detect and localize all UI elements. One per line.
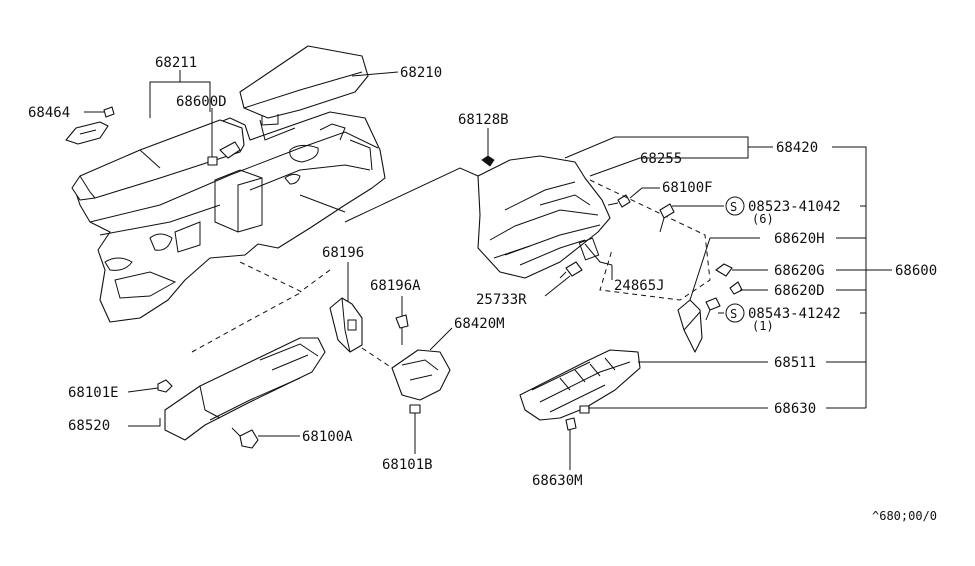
screw-symbol-08523: S: [725, 196, 745, 216]
svg-text:S: S: [730, 307, 737, 321]
lower-cover-68520: [164, 337, 326, 441]
part-labels: 68211 68210 68464 68600D 68128B 68420 68…: [28, 55, 937, 523]
screw-68100f: [607, 194, 631, 208]
label-68620h: 68620H: [774, 231, 825, 247]
label-25733r: 25733R: [476, 292, 527, 308]
label-68100a: 68100A: [302, 429, 353, 445]
part-68464: [65, 106, 115, 145]
label-68600: 68600: [895, 263, 937, 279]
label-68620d: 68620D: [774, 283, 825, 299]
clip-68600d: [207, 156, 218, 166]
label-68101e: 68101E: [68, 385, 119, 401]
label-68211: 68211: [155, 55, 197, 71]
screw-08543: [705, 297, 721, 321]
label-68101b: 68101B: [382, 457, 433, 473]
socket-25733r: [559, 261, 583, 279]
label-08543-41242: 08543-41242: [748, 306, 841, 322]
part-68620g: [715, 263, 743, 295]
screw-68196a: [395, 314, 409, 345]
clip-68630: [579, 405, 590, 414]
top-cover-68211: [71, 119, 245, 201]
label-68600d: 68600D: [176, 94, 227, 110]
label-68100f: 68100F: [662, 180, 713, 196]
screw-68630m: [565, 417, 577, 445]
label-68630: 68630: [774, 401, 816, 417]
label-68464: 68464: [28, 105, 70, 121]
harness-24865j: [584, 243, 613, 266]
label-08543-qty: (1): [752, 319, 774, 333]
clip-68128b: [481, 155, 495, 167]
screw-symbol-08543: S: [725, 303, 745, 323]
bracket-guide: [361, 347, 393, 369]
assembly-guide-center: [299, 269, 331, 293]
label-68420: 68420: [776, 140, 818, 156]
glove-box-lid-68511: [519, 349, 641, 421]
clip-68101b: [409, 404, 421, 414]
screw-08523: [659, 203, 675, 233]
label-68210: 68210: [400, 65, 442, 81]
label-68630m: 68630M: [532, 473, 583, 489]
clip-68101e: [157, 379, 173, 393]
assembly-guide-left: [191, 261, 304, 353]
label-68196a: 68196A: [370, 278, 421, 294]
svg-text:S: S: [730, 200, 737, 214]
label-68520: 68520: [68, 418, 110, 434]
catalog-reference: ^680;00/0: [872, 509, 937, 523]
label-68128b: 68128B: [458, 112, 509, 128]
label-68420m: 68420M: [454, 316, 505, 332]
glove-box-housing-68420: [477, 155, 611, 279]
label-68620g: 68620G: [774, 263, 825, 279]
label-68196: 68196: [322, 245, 364, 261]
upper-pad-68210: [239, 45, 369, 126]
label-68511: 68511: [774, 355, 816, 371]
assembly-connect-line: [344, 167, 479, 223]
bracket-68196: [329, 297, 363, 353]
stay-68620h: [677, 299, 703, 353]
bracket-68420m: [391, 349, 451, 401]
label-08523-qty: (6): [752, 212, 774, 226]
label-08523-41042: 08523-41042: [748, 199, 841, 215]
lid-guide-outline: [589, 179, 711, 301]
leader-lines: [84, 70, 892, 470]
screw-68100a: [231, 427, 259, 449]
label-24865j: 24865J: [614, 278, 665, 294]
label-68255: 68255: [640, 151, 682, 167]
